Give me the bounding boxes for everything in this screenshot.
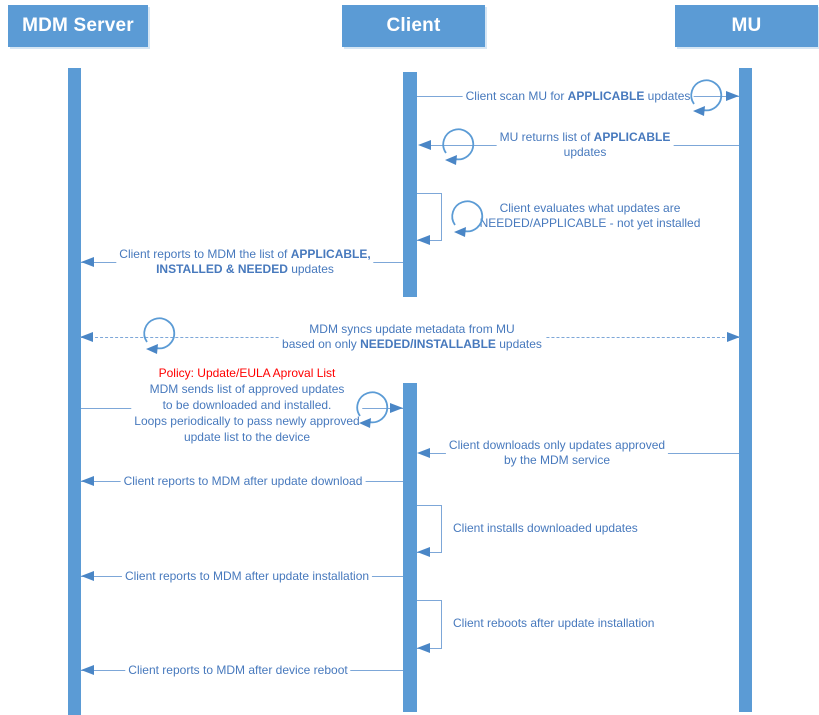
arrowhead-left-icon xyxy=(417,547,430,557)
activation-bar-client-1 xyxy=(403,72,417,297)
loop-arrow-icon xyxy=(438,122,476,171)
actor-label-mdm-server: MDM Server xyxy=(22,15,134,36)
actor-label-mu: MU xyxy=(731,15,762,36)
message-label: Client reboots after update installation xyxy=(453,616,655,630)
loop-arrow-icon xyxy=(447,194,485,243)
message-label: Client reports to MDM after update insta… xyxy=(121,569,373,584)
message-label: Client reports to MDM after device reboo… xyxy=(125,663,351,678)
lifeline-mdm-server xyxy=(68,68,81,715)
arrowhead-left-icon xyxy=(81,257,94,267)
arrowhead-right-icon xyxy=(390,403,403,413)
self-message-loop xyxy=(417,505,442,553)
message-label: Client installs downloaded updates xyxy=(453,521,638,535)
self-message-loop xyxy=(417,600,442,649)
arrowhead-left-icon xyxy=(81,571,94,581)
arrowhead-left-icon xyxy=(80,332,93,342)
loop-arrow-icon xyxy=(686,73,724,122)
arrowhead-right-icon xyxy=(726,91,739,101)
arrowhead-left-icon xyxy=(417,643,430,653)
actor-box-mu: MU xyxy=(675,5,818,47)
message-label: Client downloads only updates approved b… xyxy=(445,438,669,468)
actor-box-mdm-server: MDM Server xyxy=(8,5,148,47)
arrowhead-left-icon xyxy=(417,448,430,458)
message-label-policy: Policy: Update/EULA Aproval List MDM sen… xyxy=(131,365,363,445)
arrowhead-left-icon xyxy=(81,665,94,675)
message-label: Client scan MU for APPLICABLE updates xyxy=(462,89,694,104)
arrowhead-right-icon xyxy=(727,332,740,342)
message-label: MDM syncs update metadata from MU based … xyxy=(279,322,545,352)
arrowhead-left-icon xyxy=(417,235,430,245)
arrowhead-left-icon xyxy=(81,476,94,486)
loop-arrow-icon xyxy=(352,385,390,434)
message-label: MU returns list of APPLICABLE updates xyxy=(496,130,674,160)
self-message-loop xyxy=(417,193,442,241)
lifeline-mu xyxy=(739,68,752,712)
message-label: Client reports to MDM after update downl… xyxy=(120,474,366,489)
message-label: Client evaluates what updates are NEEDED… xyxy=(476,201,704,231)
loop-arrow-icon xyxy=(139,311,177,360)
message-label: Client reports to MDM the list of APPLIC… xyxy=(116,247,374,277)
actor-box-client: Client xyxy=(342,5,485,47)
activation-bar-client-2 xyxy=(403,383,417,712)
actor-label-client: Client xyxy=(386,15,441,36)
arrowhead-left-icon xyxy=(418,140,431,150)
